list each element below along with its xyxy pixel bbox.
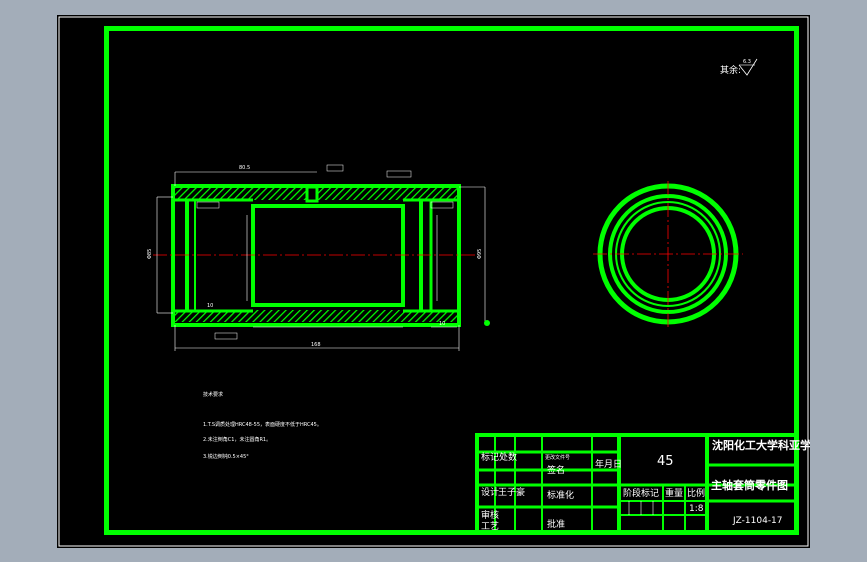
roughness-note: 其余: 6.3 (720, 58, 758, 76)
svg-text:3.锐边倒钝0.5×45°: 3.锐边倒钝0.5×45° (203, 453, 249, 460)
svg-text:Φ95: Φ95 (477, 249, 483, 259)
svg-text:审核: 审核 (481, 509, 499, 521)
svg-text:Φ85: Φ85 (147, 249, 153, 259)
svg-text:处数: 处数 (499, 451, 517, 463)
svg-text:80.5: 80.5 (239, 165, 250, 171)
svg-text:标记: 标记 (481, 451, 499, 463)
svg-text:批准: 批准 (547, 518, 565, 530)
svg-text:1:8: 1:8 (689, 504, 704, 514)
svg-text:2.未注倒角C1，未注圆角R1。: 2.未注倒角C1，未注圆角R1。 (203, 436, 271, 443)
svg-text:签名: 签名 (547, 464, 565, 476)
svg-text:6.3: 6.3 (743, 59, 751, 65)
sheet-border (58, 16, 809, 547)
svg-text:其余:: 其余: (720, 64, 741, 76)
svg-text:工艺: 工艺 (481, 521, 499, 532)
svg-text:重量: 重量 (665, 487, 683, 499)
svg-text:沈阳化工大学科亚学院: 沈阳化工大学科亚学院 (712, 438, 810, 452)
svg-text:10: 10 (439, 321, 445, 327)
svg-text:阶段标记: 阶段标记 (623, 487, 659, 499)
svg-text:技术要求: 技术要求 (203, 391, 223, 398)
svg-text:JZ-1104-17: JZ-1104-17 (732, 516, 783, 526)
svg-text:标准化: 标准化 (547, 489, 574, 501)
svg-text:1.T.S调质处理HRC48-55，表面硬度不低于HRC45: 1.T.S调质处理HRC48-55，表面硬度不低于HRC45。 (203, 421, 322, 428)
svg-text:王子豪: 王子豪 (498, 486, 525, 498)
svg-text:10: 10 (207, 303, 213, 309)
title-block: 标记 处数 更改文件号 签名 年月日 设计 王子豪 标准化 阶段标记 重量 比例… (475, 433, 810, 534)
svg-text:比例: 比例 (687, 487, 705, 499)
section-view: 80.5 168 10 Φ85 Φ95 10 (147, 164, 490, 351)
drawing-sheet: 其余: 6.3 80.5 168 (57, 15, 810, 548)
svg-text:更改文件号: 更改文件号 (545, 454, 570, 461)
svg-text:设计: 设计 (481, 486, 499, 498)
technical-notes: 技术要求 1.T.S调质处理HRC48-55，表面硬度不低于HRC45。 2.未… (203, 391, 322, 460)
svg-text:45: 45 (657, 454, 674, 469)
svg-text:年月日: 年月日 (595, 458, 622, 470)
svg-text:主轴套筒零件图: 主轴套筒零件图 (711, 478, 788, 492)
svg-text:168: 168 (311, 342, 321, 348)
drawing-frame (104, 26, 799, 535)
cad-drawing: 其余: 6.3 80.5 168 (58, 16, 810, 547)
end-view (593, 181, 743, 327)
